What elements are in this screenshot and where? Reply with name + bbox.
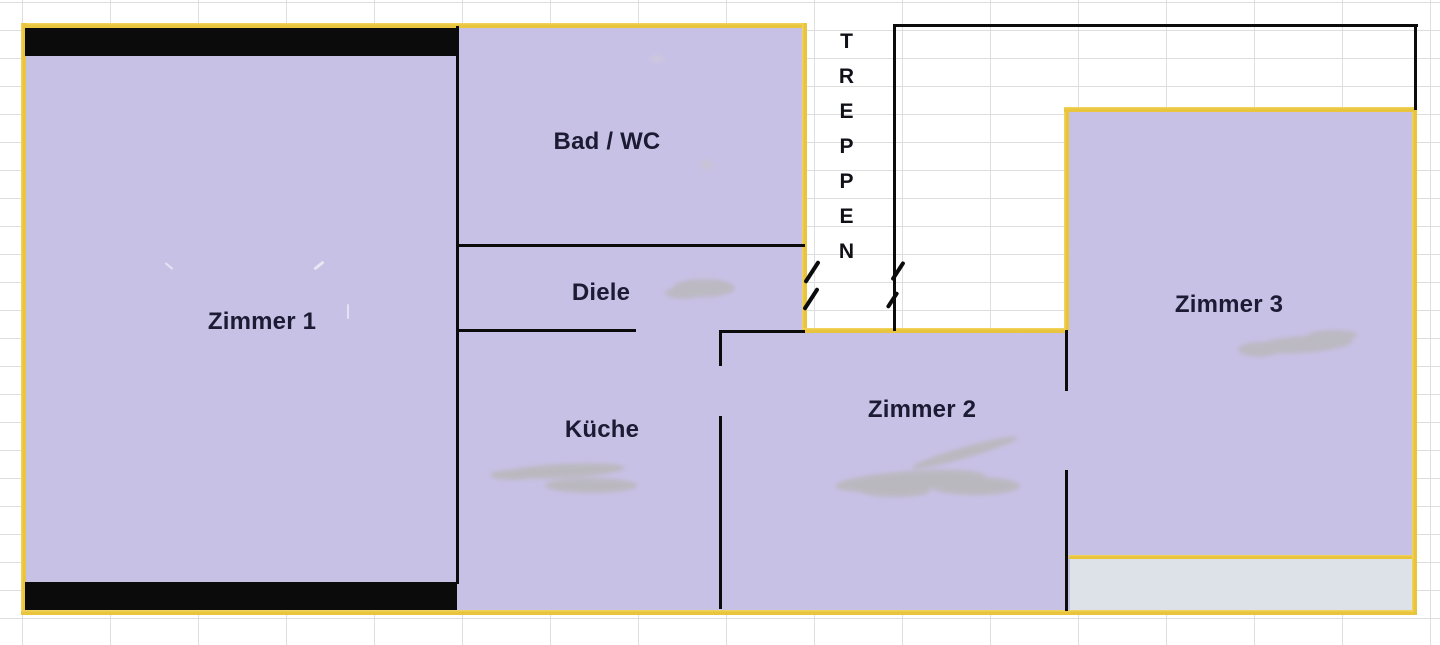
outer-border-right: [1412, 107, 1417, 612]
wall-bar-top: [25, 28, 457, 56]
eraser-smudge-badwc-2: [700, 160, 716, 172]
scratch-mark: [347, 304, 349, 319]
stairs-label: TREPPEN: [835, 30, 858, 275]
wall-zimmer2-zimmer3-lower: [1065, 470, 1068, 611]
eraser-smudge-zimmer3: [1238, 328, 1363, 366]
balcony-top-border: [1069, 555, 1414, 559]
stairwell-outline-right: [1414, 24, 1417, 110]
stairwell-outline-top: [894, 24, 1418, 27]
outer-border-left: [21, 23, 26, 615]
eraser-smudge-badwc: [650, 55, 666, 65]
wall-bar-bottom: [25, 582, 457, 610]
balcony-strip: [1070, 559, 1414, 611]
wall-zimmer1-right: [456, 26, 459, 584]
eraser-smudge-kueche: [490, 460, 650, 505]
room-label-kueche: Küche: [564, 416, 640, 443]
room-label-zimmer-2: Zimmer 2: [867, 396, 977, 423]
wall-zimmer2-zimmer3-upper: [1065, 330, 1068, 391]
outer-border-top: [21, 23, 807, 28]
border-badwc-right: [802, 23, 807, 333]
border-stairwell-bottom: [802, 328, 1068, 333]
wall-diele-bottom: [458, 329, 636, 332]
room-label-zimmer-1: Zimmer 1: [207, 308, 317, 335]
border-stairwell-right: [1064, 107, 1069, 331]
wall-zimmer2-top: [719, 330, 805, 333]
room-area-left-block: [24, 26, 807, 612]
room-area-zimmer-3: [1067, 107, 1415, 612]
eraser-smudge-diele: [665, 275, 745, 307]
room-label-bad-wc: Bad / WC: [553, 128, 661, 155]
stairwell-wall-middle: [893, 24, 896, 331]
wall-kueche-zimmer2-upper: [719, 330, 722, 366]
border-zimmer3-top: [1064, 107, 1415, 112]
outer-border-bottom: [21, 610, 1417, 615]
room-label-zimmer-3: Zimmer 3: [1174, 291, 1284, 318]
wall-kueche-zimmer2-lower: [719, 416, 722, 609]
room-label-diele: Diele: [571, 279, 631, 306]
wall-badwc-bottom: [458, 244, 805, 247]
eraser-smudge-zimmer2: [830, 432, 1030, 507]
